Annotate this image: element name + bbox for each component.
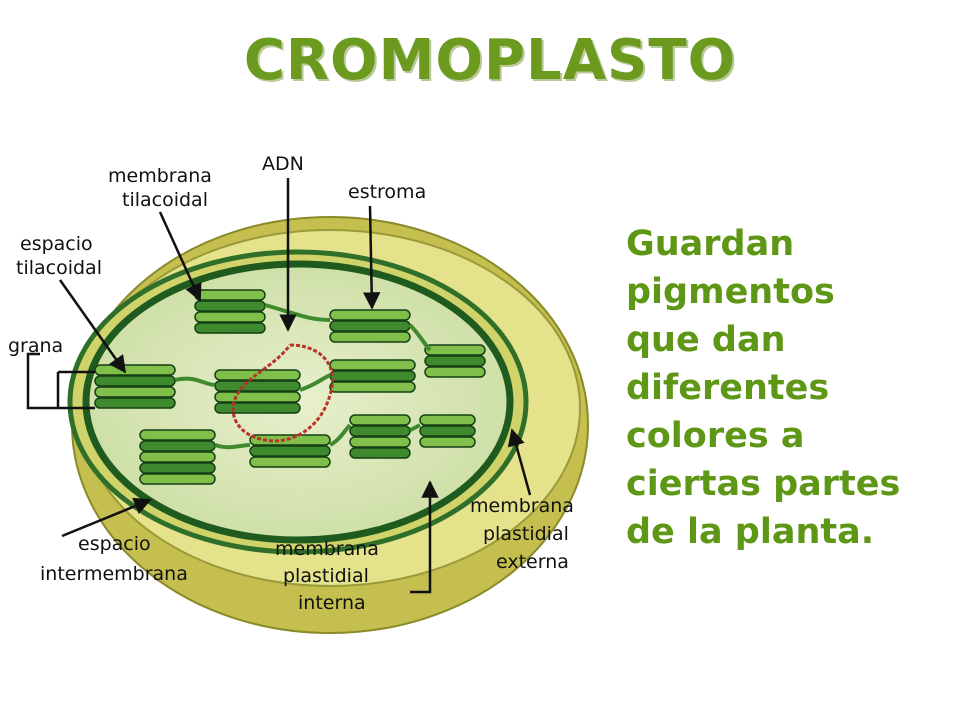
granum — [139, 429, 216, 485]
arrow-membrana-interna — [410, 480, 439, 594]
arrow-espacio-intermembrana — [61, 497, 152, 538]
granum — [329, 309, 411, 343]
label-membrana-externa-line1: membrana — [470, 495, 574, 517]
stroma-lamellae — [174, 303, 432, 450]
description-line: de la planta. — [626, 512, 875, 552]
arrow-espacio-tilacoidal — [58, 279, 127, 374]
label-estroma: estroma — [348, 181, 426, 203]
label-membrana-interna-line3: interna — [298, 592, 366, 614]
bracket-grana — [26, 352, 95, 410]
label-adn: ADN — [262, 153, 304, 175]
granum — [349, 414, 411, 459]
granum — [94, 364, 176, 409]
label-membrana-tilacoidal-line1: membrana — [108, 165, 212, 187]
thylakoid-stacks — [94, 289, 486, 485]
label-membrana-interna-line2: plastidial — [283, 565, 369, 587]
description-line: ciertas partes — [626, 464, 901, 504]
granum — [419, 414, 476, 448]
chromoplast-diagram: ADN membrana tilacoidal estroma espacio … — [8, 153, 589, 634]
dna-strand — [231, 343, 335, 443]
label-membrana-tilacoidal-line2: tilacoidal — [122, 189, 208, 211]
arrow-estroma — [362, 205, 381, 310]
granum — [424, 344, 486, 378]
granum — [329, 359, 416, 393]
label-espacio-tilacoidal-line2: tilacoidal — [16, 257, 102, 279]
description-line: que dan — [626, 320, 786, 360]
description-text: Guardan pigmentos que dan diferentes col… — [626, 220, 946, 556]
label-grana: grana — [8, 335, 63, 357]
label-membrana-interna-line1: membrana — [275, 538, 379, 560]
page-title: CROMOPLASTO — [243, 28, 737, 93]
granum — [214, 369, 301, 414]
granum — [194, 289, 266, 334]
label-espacio-intermembrana-line2: intermembrana — [40, 563, 188, 585]
label-espacio-intermembrana-line1: espacio — [78, 533, 151, 555]
description-line: Guardan — [626, 224, 795, 264]
description-line: diferentes — [626, 368, 830, 408]
leader-lines — [26, 178, 532, 594]
description-line: colores a — [626, 416, 805, 456]
description-line: pigmentos — [626, 272, 835, 312]
label-espacio-tilacoidal-line1: espacio — [20, 233, 93, 255]
arrow-membrana-tilacoidal — [158, 211, 202, 302]
granum — [249, 434, 331, 468]
label-membrana-externa-line3: externa — [496, 551, 569, 573]
arrow-membrana-externa — [507, 428, 532, 496]
label-membrana-externa-line2: plastidial — [483, 523, 569, 545]
